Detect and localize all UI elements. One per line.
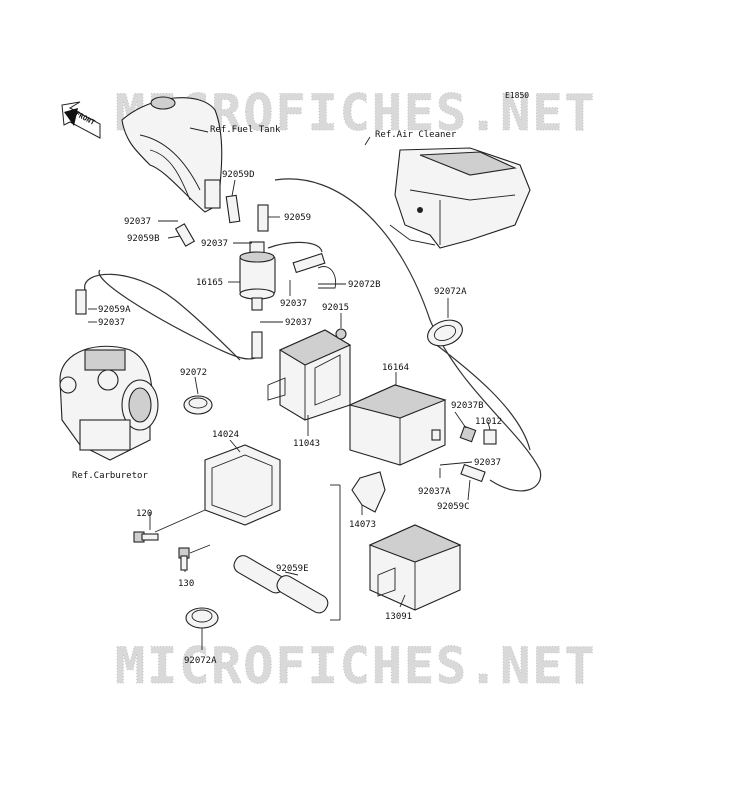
label-92037-e: 92037	[285, 318, 312, 328]
ref-carburetor: Ref.Carburetor	[72, 471, 148, 481]
label-130: 130	[178, 579, 194, 589]
watermark-bottom: MICROFICHES.NET	[115, 637, 597, 695]
air-cleaner-drawing	[389, 147, 531, 249]
bracket-drawing	[267, 329, 352, 421]
label-16165: 16165	[196, 278, 223, 288]
label-120: 120	[136, 509, 152, 519]
box-drawing	[368, 524, 462, 611]
label-11043: 11043	[293, 439, 320, 449]
fuel-tank-drawing	[121, 96, 223, 213]
label-92059: 92059	[284, 213, 311, 223]
fuel-filter-drawing	[239, 241, 276, 311]
leader-lines	[88, 127, 491, 650]
bolt-120-drawing	[133, 531, 159, 543]
label-92037-a: 92037	[124, 217, 151, 227]
label-92037-c: 92037	[280, 299, 307, 309]
label-92037-f: 92037	[474, 458, 501, 468]
canister-drawing	[348, 384, 447, 466]
label-92072B: 92072B	[348, 280, 381, 290]
label-92037B: 92037B	[451, 401, 484, 411]
label-92059C: 92059C	[437, 502, 470, 512]
label-92072: 92072	[180, 368, 207, 378]
label-92037A: 92037A	[418, 487, 451, 497]
label-16164: 16164	[382, 363, 409, 373]
label-92072A-top: 92072A	[434, 287, 467, 297]
label-92072A-bottom: 92072A	[184, 656, 217, 666]
front-arrow-icon: FRONT	[61, 101, 101, 139]
label-92037-d: 92037	[98, 318, 125, 328]
label-14073: 14073	[349, 520, 376, 530]
label-92059A: 92059A	[98, 305, 131, 315]
label-13091: 13091	[385, 612, 412, 622]
label-92015: 92015	[322, 303, 349, 313]
ref-air-cleaner: Ref.Air Cleaner	[375, 130, 457, 140]
cover-drawing	[204, 444, 281, 526]
label-92059B: 92059B	[127, 234, 160, 244]
label-92037-b: 92037	[201, 239, 228, 249]
label-92059E: 92059E	[276, 564, 309, 574]
label-11012: 11012	[475, 417, 502, 427]
diagram-code: E1850	[505, 91, 529, 100]
label-14024: 14024	[212, 430, 239, 440]
ref-fuel-tank: Ref.Fuel Tank	[210, 125, 281, 135]
bolt-130-drawing	[178, 547, 190, 571]
carburetor-drawing	[59, 345, 159, 461]
label-92059D: 92059D	[222, 170, 255, 180]
